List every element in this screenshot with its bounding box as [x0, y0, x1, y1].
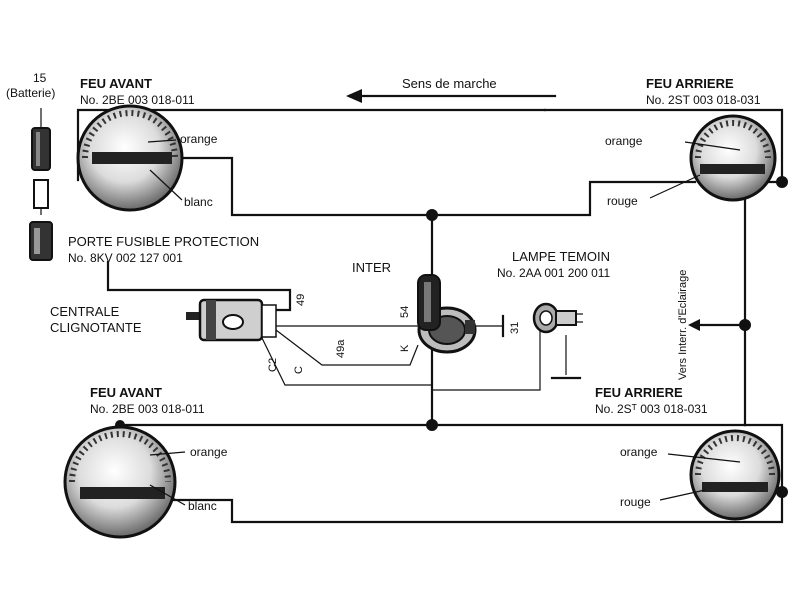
- junction-dot: [426, 419, 438, 431]
- rear-lamp-bottom-title: FEU ARRIERE: [595, 385, 683, 400]
- front-lamp-bottom-part: No. 2BE 003 018-011: [90, 402, 205, 416]
- front-lamp-top-title: FEU AVANT: [80, 76, 152, 91]
- front-lamp-bottom-title: FEU AVANT: [90, 385, 162, 400]
- front-lamp-bottom-graphic: [63, 425, 177, 539]
- arrow-to-lighting-switch: [688, 319, 700, 331]
- switch-title: INTER: [352, 260, 391, 275]
- rear-lamp-top-wire-orange: orange: [605, 134, 643, 148]
- front-lamp-top-wire-orange: orange: [180, 132, 218, 146]
- wire-right-bus: [743, 180, 784, 427]
- inter-switch-graphic: [417, 274, 477, 354]
- indicator-lamp-graphic: [532, 302, 583, 334]
- rear-lamp-bottom-graphic: [689, 429, 781, 521]
- front-lamp-bottom-wire-blanc: blanc: [188, 499, 217, 513]
- rear-lamp-bottom-part: No. 2Sᵀ 003 018-031: [595, 402, 708, 416]
- fuse-holder-part: No. 8KV 002 127 001: [68, 251, 183, 265]
- wire-top-edge: [543, 108, 784, 184]
- indicator-lamp-title: LAMPE TEMOIN: [512, 249, 610, 264]
- flasher-terminal-49a: 49a: [335, 339, 347, 358]
- fuse-holder-title: PORTE FUSIBLE PROTECTION: [68, 234, 259, 249]
- flasher-label-2: CLIGNOTANTE: [50, 320, 142, 335]
- front-lamp-top-part: No. 2BE 003 018-011: [80, 93, 195, 107]
- wire-flasher-49a: [275, 329, 419, 366]
- front-lamp-top-graphic: [76, 104, 184, 212]
- wire-lamp-temoin: [432, 330, 541, 391]
- rear-lamp-top-wire-rouge: rouge: [607, 194, 638, 208]
- direction-arrow-head: [346, 89, 362, 103]
- junction-dot: [739, 319, 751, 331]
- wire-flasher-49: [106, 260, 292, 312]
- rear-lamp-bottom-wire-rouge: rouge: [620, 495, 651, 509]
- junction-dot: [776, 486, 788, 498]
- wire-front-top-blanc: [148, 156, 434, 217]
- indicator-lamp-part: No. 2AA 001 200 011: [497, 266, 611, 280]
- wire-flasher-c: [261, 337, 432, 386]
- front-lamp-top-wire-blanc: blanc: [184, 195, 213, 209]
- flasher-terminal-c2: C2: [267, 358, 279, 372]
- switch-terminal-31: 31: [509, 322, 521, 334]
- battery-fuse-graphic: [29, 127, 53, 261]
- flasher-terminal-c: C: [293, 366, 305, 374]
- junction-dot: [776, 176, 788, 188]
- rear-lamp-bottom-wire-orange: orange: [620, 445, 658, 459]
- switch-terminal-k: K: [399, 344, 411, 352]
- flasher-unit-graphic: [186, 298, 277, 342]
- lighting-switch-label: Vers Interr. d'Eclairage: [677, 270, 689, 380]
- switch-terminal-54: 54: [399, 306, 411, 318]
- direction-label: Sens de marche: [402, 76, 497, 91]
- wire-right-edge: [743, 423, 784, 494]
- battery-label: (Batterie): [6, 86, 55, 100]
- rear-lamp-top-graphic: [689, 114, 777, 202]
- wire-center-rear-top: [430, 180, 697, 217]
- wire-bottom-edge: [158, 490, 784, 524]
- rear-lamp-top-title: FEU ARRIERE: [646, 76, 734, 91]
- battery-terminal: 15: [33, 71, 47, 85]
- flasher-label-1: CENTRALE: [50, 304, 120, 319]
- junction-dot: [426, 209, 438, 221]
- front-lamp-bottom-wire-orange: orange: [190, 445, 228, 459]
- rear-lamp-top-part: No. 2ST 003 018-031: [646, 93, 761, 107]
- lamp-leaders: [147, 139, 741, 506]
- flasher-terminal-49: 49: [295, 294, 307, 306]
